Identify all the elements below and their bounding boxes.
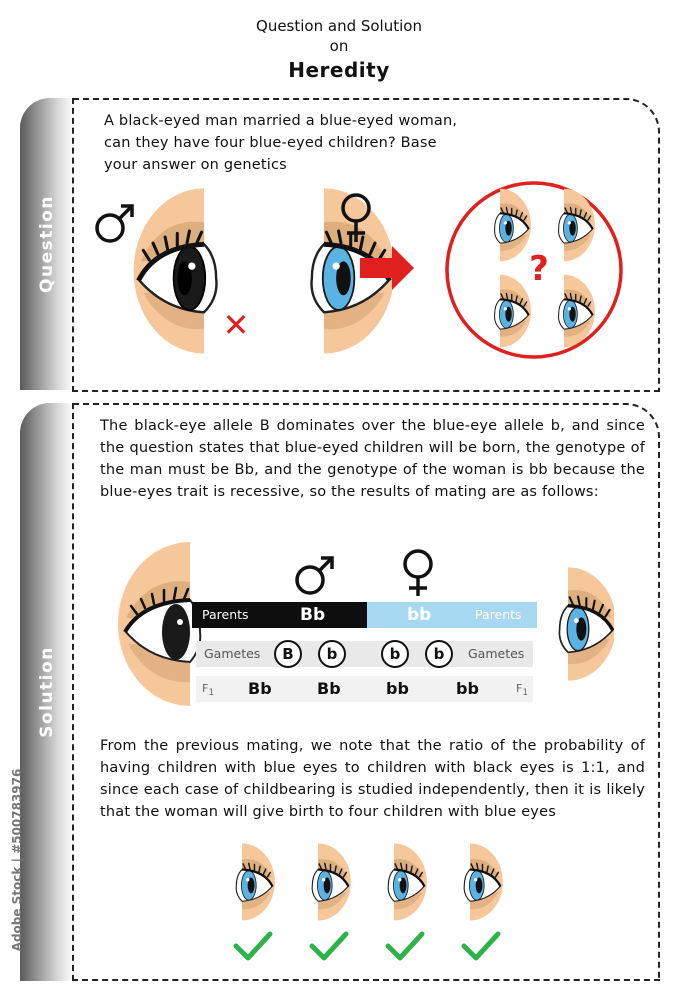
child-blue-eye-icon bbox=[235, 842, 276, 922]
father-black-eye-icon bbox=[134, 188, 217, 353]
father-genotype: Bb bbox=[300, 605, 326, 625]
child-blue-eye-icon bbox=[463, 842, 504, 922]
gamete-circle: B bbox=[274, 640, 302, 668]
mother-blue-eye-icon bbox=[559, 567, 614, 680]
header-subtitle: Question and Solution on bbox=[0, 16, 678, 56]
f1-genotype: bb bbox=[456, 679, 479, 698]
question-tab: Question bbox=[20, 98, 74, 390]
cross-mark-icon: ✕ bbox=[223, 306, 250, 344]
question-mark-icon: ? bbox=[529, 249, 549, 289]
gamete-circle: b bbox=[318, 640, 346, 668]
f1-genotype: bb bbox=[386, 679, 409, 698]
female-symbol-icon bbox=[403, 549, 433, 596]
check-mark-icon bbox=[309, 931, 349, 961]
solution-tab-label: Solution bbox=[37, 646, 57, 738]
solution-conclusion-text: From the previous mating, we note that t… bbox=[100, 738, 645, 820]
children-result-row bbox=[233, 842, 504, 961]
f1-bar: F1 F1 bbox=[196, 676, 533, 702]
male-symbol-icon bbox=[295, 556, 334, 595]
child-blue-eye-icon bbox=[311, 842, 352, 922]
gametes-label: Gametes bbox=[204, 646, 261, 661]
gamete-circle: b bbox=[381, 640, 409, 668]
punnett-illustration bbox=[118, 542, 614, 706]
watermark-text: Adobe Stock | #500783976 bbox=[10, 768, 24, 952]
f1-genotype: Bb bbox=[248, 679, 272, 698]
check-mark-icon bbox=[233, 931, 273, 961]
question-box bbox=[72, 98, 660, 392]
gametes-bar: Gametes Gametes bbox=[196, 641, 533, 667]
header-line1: Question and Solution bbox=[256, 17, 422, 35]
page-title: Heredity bbox=[288, 58, 390, 82]
f1-label: F1 bbox=[516, 682, 529, 699]
watermark: Adobe Stock | #500783976 bbox=[2, 760, 32, 960]
check-mark-icon bbox=[385, 931, 425, 961]
f1-genotype: Bb bbox=[317, 679, 341, 698]
child-blue-eye-icon bbox=[387, 842, 428, 922]
mother-genotype: bb bbox=[407, 605, 432, 625]
red-arrow-icon bbox=[360, 246, 414, 290]
question-text: A black-eyed man married a blue-eyed wom… bbox=[104, 113, 458, 173]
parents-label: Parents bbox=[202, 607, 249, 622]
solution-explanation-text: The black-eye allele B dominates over th… bbox=[100, 418, 645, 500]
header-line2: on bbox=[329, 37, 349, 55]
check-mark-icon bbox=[461, 931, 501, 961]
solution-box bbox=[72, 403, 660, 981]
father-parent-bar: Parents Bb bbox=[192, 602, 367, 628]
gamete-circle: b bbox=[425, 640, 453, 668]
female-symbol-icon bbox=[341, 193, 371, 242]
solution-tab: Solution bbox=[20, 403, 74, 981]
father-black-eye-icon bbox=[118, 542, 202, 706]
male-symbol-icon bbox=[95, 204, 134, 243]
parents-label: Parents bbox=[475, 607, 522, 622]
question-illustration: ✕ ? bbox=[95, 181, 623, 359]
mother-parent-bar: bb Parents bbox=[367, 602, 537, 628]
question-tab-label: Question bbox=[37, 195, 57, 293]
gametes-label: Gametes bbox=[468, 646, 525, 661]
f1-label: F1 bbox=[202, 682, 215, 699]
